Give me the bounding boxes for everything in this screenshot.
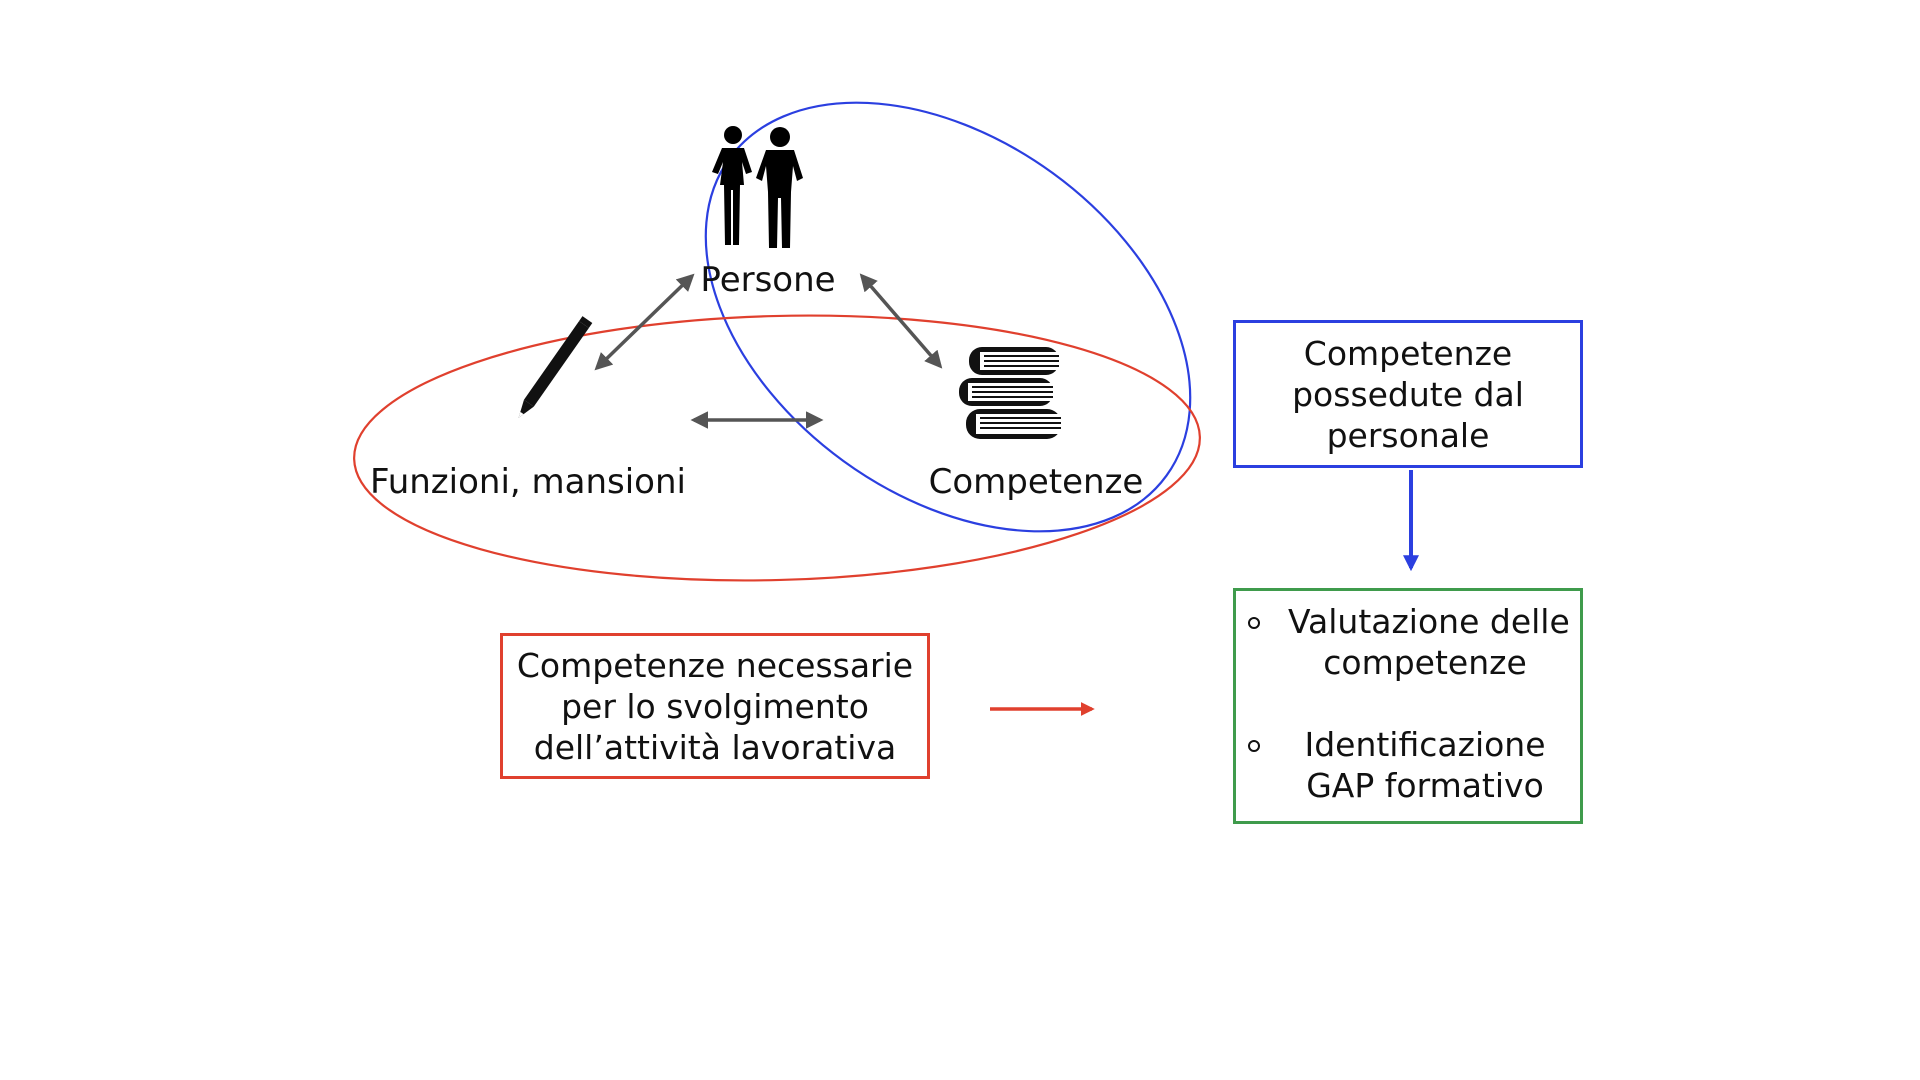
bullet-item-valutazione: Valutazione delle competenze xyxy=(1248,601,1570,683)
node-label-persone: Persone xyxy=(700,260,835,300)
arrow-persone-competenze xyxy=(859,273,943,369)
arrow-persone-funzioni xyxy=(594,273,695,371)
bullet-1-line-1: Valutazione delle xyxy=(1288,602,1570,641)
box-competenze-necessarie: Competenze necessarie per lo svolgimento… xyxy=(500,633,930,779)
books-icon xyxy=(959,347,1061,439)
people-icon xyxy=(712,126,803,248)
red-ellipse xyxy=(353,314,1201,582)
box-red-line-3: dell’attività lavorativa xyxy=(533,727,897,767)
box-valutazione: Valutazione delle competenze Identificaz… xyxy=(1233,588,1583,824)
box-blue-line-3: personale xyxy=(1326,415,1490,455)
box-competenze-possedute: Competenze possedute dal personale xyxy=(1233,320,1583,468)
pencil-icon xyxy=(518,316,593,418)
box-red-line-1: Competenze necessarie xyxy=(516,645,914,685)
box-blue-line-1: Competenze xyxy=(1303,333,1513,373)
bullet-2-line-1: Identificazione xyxy=(1304,725,1546,764)
bullet-item-identificazione: Identificazione GAP formativo xyxy=(1248,724,1562,806)
box-blue-line-2: possedute dal xyxy=(1292,374,1524,414)
bullet-2-line-2: GAP formativo xyxy=(1306,766,1544,805)
node-label-competenze: Competenze xyxy=(929,462,1144,502)
node-label-funzioni: Funzioni, mansioni xyxy=(370,462,686,502)
bullet-1-line-2: competenze xyxy=(1323,643,1527,682)
bullet-circle-icon xyxy=(1248,617,1260,629)
bullet-circle-icon xyxy=(1248,740,1260,752)
box-red-line-2: per lo svolgimento xyxy=(561,686,869,726)
blue-ellipse xyxy=(704,101,1192,533)
